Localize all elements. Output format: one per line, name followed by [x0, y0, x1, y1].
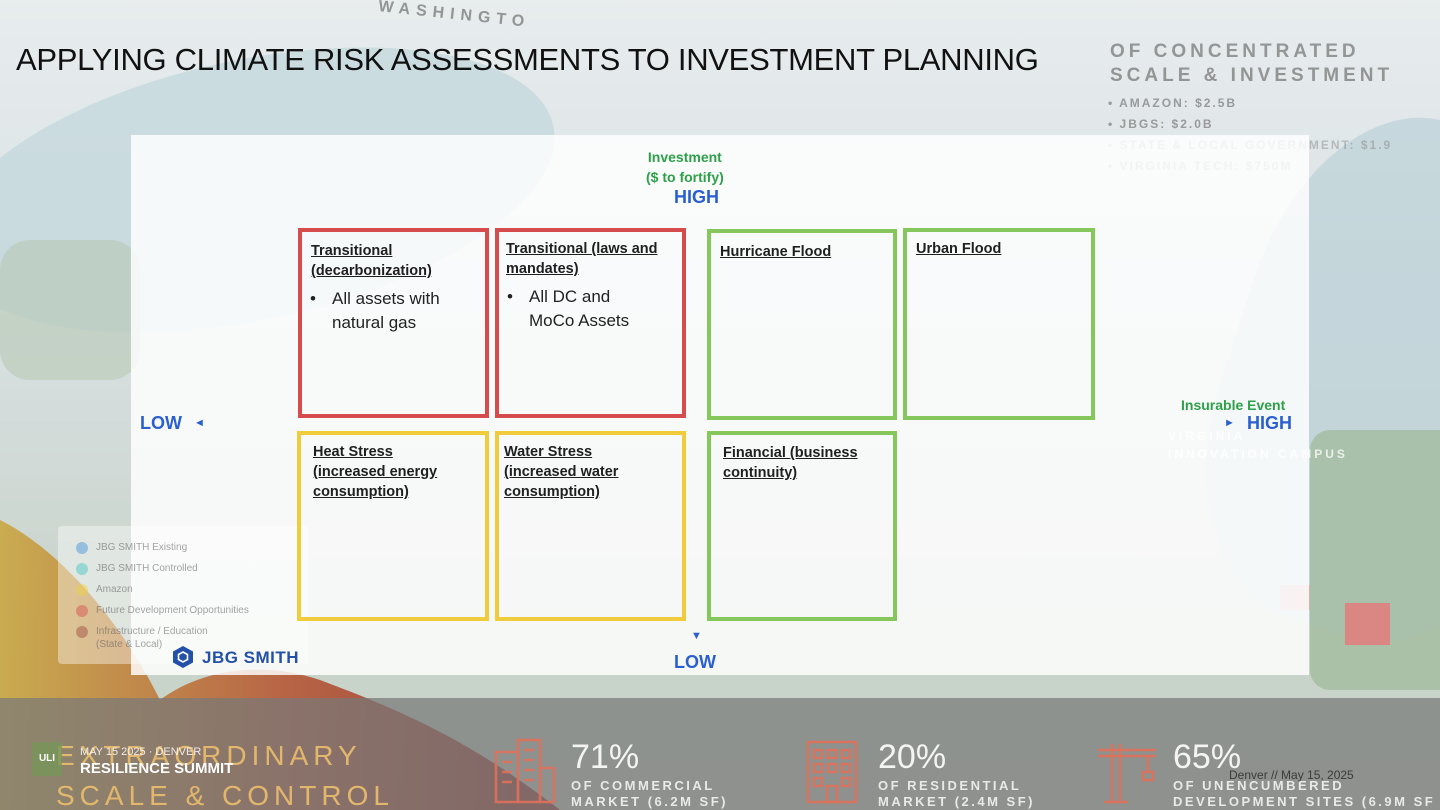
risk-box-title-line: Water Stress — [504, 444, 593, 460]
risk-box-hurricane-flood: Hurricane Flood — [707, 229, 897, 420]
risk-box-title: Urban Flood — [916, 241, 1002, 257]
arrow-right-icon: ► — [1224, 417, 1235, 429]
risk-box-title-line: Financial (business — [723, 445, 858, 461]
slide-title: APPLYING CLIMATE RISK ASSESSMENTS TO INV… — [16, 42, 1039, 77]
risk-box-title-line: Transitional (laws and — [506, 241, 658, 257]
background-headline: OF CONCENTRATED SCALE & INVESTMENT — [1110, 40, 1393, 88]
y-axis-high-label: HIGH — [674, 187, 719, 207]
extraordinary-line1: EXTRAORDINARY — [56, 740, 362, 771]
stat-value: 65% — [1173, 738, 1242, 776]
risk-box-bullet: • All assets with natural gas — [310, 287, 440, 335]
y-axis-title: Investment ($ to fortify) — [646, 147, 724, 187]
risk-box-title: Hurricane Flood — [720, 244, 832, 260]
summit-name: RESILIENCE SUMMIT — [80, 760, 234, 777]
background-bullet: • JBGS: $2.0B — [1108, 117, 1214, 131]
risk-box-bullet: • All DC and MoCo Assets — [507, 285, 629, 333]
summit-date: MAY 15 2025 · DENVER — [80, 746, 202, 758]
background-headline-line1: OF CONCENTRATED — [1110, 41, 1360, 62]
legend-dot — [76, 584, 88, 596]
legend-label: Future Development Opportunities — [96, 605, 249, 616]
stat-desc-line: MARKET (6.2M SF) — [571, 794, 728, 809]
footer-location-date: Denver // May 15, 2025 — [1229, 768, 1354, 782]
risk-box-title: Water Stress (increased water consumptio… — [504, 442, 618, 502]
bullet-text: All DC and — [529, 287, 611, 306]
risk-matrix-panel — [131, 135, 1309, 675]
risk-box-title-line: (increased energy — [313, 464, 438, 480]
risk-box-title-line: (decarbonization) — [311, 263, 432, 279]
stat-value: 20% — [878, 738, 947, 776]
y-axis-title-line1: Investment — [647, 149, 722, 165]
apartment-building-icon — [806, 740, 858, 804]
stat-desc-line: OF RESIDENTIAL — [878, 778, 1022, 793]
legend-dot — [76, 542, 88, 554]
risk-box-financial: Financial (business continuity) — [707, 431, 897, 621]
arrow-down-icon: ▼ — [691, 630, 702, 642]
risk-box-title: Transitional (decarbonization) — [311, 241, 432, 281]
risk-box-title-line: consumption) — [504, 484, 600, 500]
risk-box-title-line: Transitional — [311, 243, 393, 259]
legend-label: JBG SMITH Controlled — [96, 563, 198, 574]
risk-box-title-line: (increased water — [504, 464, 619, 480]
stat-desc-line: DEVELOPMENT SITES (6.9M SF — [1173, 794, 1436, 809]
legend-dot — [76, 563, 88, 575]
stat-description: OF RESIDENTIAL MARKET (2.4M SF) — [878, 778, 1035, 810]
arrow-left-icon: ◄ — [194, 417, 205, 429]
bullet-text: MoCo Assets — [529, 311, 630, 330]
background-bullet: • AMAZON: $2.5B — [1108, 96, 1238, 110]
legend-dot — [76, 605, 88, 617]
jbg-hexagon-icon — [173, 646, 193, 668]
legend-label: JBG SMITH Existing — [96, 542, 188, 553]
park-area-west — [0, 240, 140, 380]
bullet-text: All assets with — [332, 289, 440, 308]
construction-crane-icon — [1098, 744, 1156, 804]
uli-logo: ULI — [32, 742, 62, 776]
jbg-smith-logo-text: JBG SMITH — [202, 648, 300, 667]
y-axis-title-line2: ($ to fortify) — [646, 169, 724, 185]
risk-box-title-line: consumption) — [313, 484, 409, 500]
x-axis-low-label: LOW — [140, 413, 182, 433]
bullet-glyph: • — [507, 287, 513, 306]
extraordinary-line2: SCALE & CONTROL — [56, 780, 394, 810]
y-axis-low-label: LOW — [674, 652, 716, 672]
stat-desc-line: OF COMMERCIAL — [571, 778, 715, 793]
legend-label: Amazon — [96, 584, 133, 595]
risk-box-water-stress: Water Stress (increased water consumptio… — [495, 431, 686, 621]
stat-desc-line: MARKET (2.4M SF) — [878, 794, 1035, 809]
stat-description: OF UNENCUMBERED DEVELOPMENT SITES (6.9M … — [1173, 778, 1440, 810]
x-axis-high-label: HIGH — [1247, 413, 1292, 433]
risk-box-heat-stress: Heat Stress (increased energy consumptio… — [297, 431, 489, 621]
risk-box-title: Financial (business continuity) — [723, 443, 858, 483]
legend-dot — [76, 626, 88, 638]
risk-box-transitional-laws: Transitional (laws and mandates) • All DC… — [495, 228, 686, 418]
extraordinary-heading: EXTRAORDINARY SCALE & CONTROL — [56, 736, 394, 810]
background-headline-line2: SCALE & INVESTMENT — [1110, 65, 1394, 86]
risk-box-transitional-decarbonization: Transitional (decarbonization) • All asse… — [298, 228, 489, 418]
stat-desc-line: OF UNENCUMBERED — [1173, 778, 1345, 793]
map-legend: JBG SMITH Existing JBG SMITH Controlled … — [58, 526, 308, 664]
future-site-marker — [1345, 603, 1390, 645]
risk-box-title-line: mandates) — [506, 261, 579, 277]
risk-box-urban-flood: Urban Flood — [903, 228, 1095, 420]
park-area — [1310, 430, 1440, 690]
office-buildings-icon — [494, 738, 556, 804]
footer-band — [0, 698, 1440, 810]
legend-label: (State & Local) — [96, 639, 163, 650]
stat-description: OF COMMERCIAL MARKET (6.2M SF) — [571, 778, 728, 810]
risk-box-title-line: continuity) — [723, 465, 798, 481]
legend-label: Infrastructure / Education — [96, 626, 208, 637]
bullet-glyph: • — [310, 289, 316, 308]
bullet-text: natural gas — [332, 313, 417, 332]
risk-box-title: Heat Stress (increased energy consumptio… — [313, 442, 437, 502]
risk-box-title-line: Heat Stress — [313, 444, 393, 460]
risk-box-title: Transitional (laws and mandates) — [506, 239, 657, 279]
x-axis-title: Insurable Event — [1181, 397, 1286, 413]
stat-value: 71% — [571, 738, 640, 776]
